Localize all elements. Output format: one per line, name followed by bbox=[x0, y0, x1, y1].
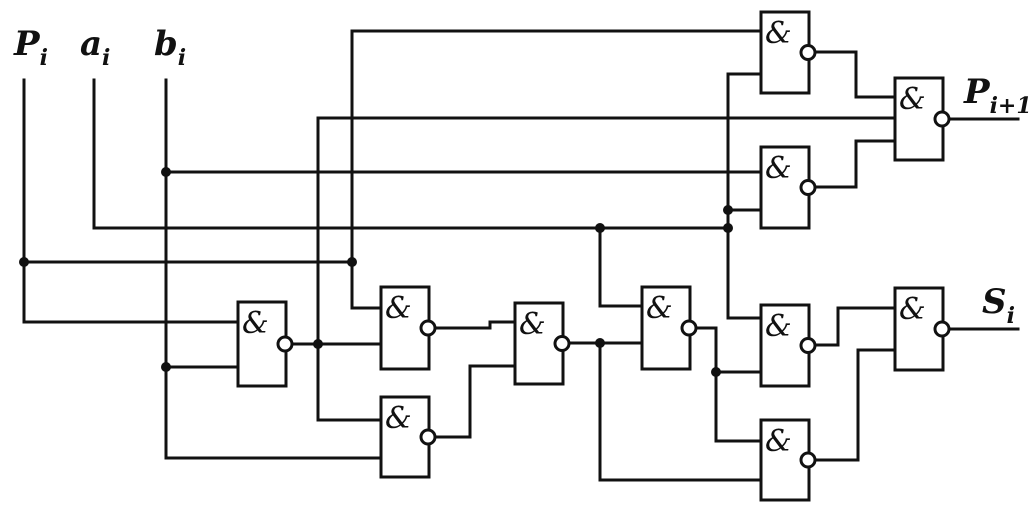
gate-and-symbol: & bbox=[519, 307, 546, 342]
inverter-bubble bbox=[419, 319, 437, 337]
inverter-bubble bbox=[553, 335, 571, 352]
gate-and-symbol: & bbox=[765, 309, 792, 344]
gate-body bbox=[893, 286, 945, 372]
wire-8 bbox=[316, 116, 897, 346]
nand-gate-g4: & bbox=[513, 301, 571, 386]
output-label-sum: Si bbox=[982, 282, 1015, 329]
junction-dot-7 bbox=[595, 338, 605, 348]
gate-and-symbol: & bbox=[899, 82, 926, 117]
wire-15 bbox=[598, 341, 763, 482]
gate-and-symbol: & bbox=[765, 16, 792, 51]
inverter-bubble bbox=[933, 110, 951, 128]
wire-13 bbox=[434, 364, 517, 439]
nand-gate-g9: & bbox=[759, 303, 817, 388]
junction-dot-5 bbox=[313, 339, 323, 349]
gate-and-symbol: & bbox=[646, 291, 673, 326]
gate-and-symbol: & bbox=[765, 151, 792, 186]
wire-21 bbox=[726, 72, 763, 212]
wire-18 bbox=[714, 370, 763, 443]
junction-dot-9 bbox=[723, 223, 733, 233]
nand-gate-g3: & bbox=[379, 395, 437, 479]
wire-20 bbox=[726, 208, 763, 230]
wire-23 bbox=[813, 139, 897, 189]
wire-22 bbox=[813, 50, 897, 99]
gate-and-symbol: & bbox=[385, 291, 412, 326]
nand-gate-g11: & bbox=[893, 286, 951, 372]
nand-gate-g1: & bbox=[236, 300, 294, 388]
wire-9 bbox=[316, 342, 383, 422]
wire-19 bbox=[726, 226, 763, 320]
wire-12 bbox=[434, 320, 517, 330]
wire-2 bbox=[92, 78, 730, 230]
nand-gate-g10: & bbox=[759, 418, 817, 502]
inverter-bubble bbox=[933, 320, 951, 338]
wire-10 bbox=[350, 29, 763, 264]
gate-and-symbol: & bbox=[899, 292, 926, 327]
nand-gate-g8: & bbox=[893, 76, 951, 162]
nand-gate-g6: & bbox=[759, 10, 817, 95]
inverter-bubble bbox=[680, 319, 698, 337]
inverter-bubble bbox=[419, 428, 437, 446]
junction-dot-4 bbox=[347, 257, 357, 267]
inverter-bubble bbox=[799, 179, 817, 196]
inverter-bubble bbox=[799, 337, 817, 354]
wire-16 bbox=[598, 226, 644, 308]
junction-dot-3 bbox=[161, 362, 171, 372]
junction-dot-1 bbox=[19, 257, 29, 267]
nand-gate-g2: & bbox=[379, 285, 437, 371]
junction-dot-10 bbox=[723, 205, 733, 215]
junction-dot-8 bbox=[711, 367, 721, 377]
inverter-bubble bbox=[276, 335, 294, 353]
wire-26 bbox=[813, 348, 897, 462]
inverter-bubble bbox=[799, 451, 817, 469]
output-label-carry: Pi+1 bbox=[963, 72, 1029, 119]
wire-1 bbox=[22, 78, 240, 324]
gate-and-symbol: & bbox=[385, 401, 412, 436]
junction-dot-2 bbox=[161, 167, 171, 177]
gate-and-symbol: & bbox=[765, 424, 792, 459]
input-label-p: Pi bbox=[13, 24, 48, 71]
wire-3 bbox=[164, 78, 383, 460]
gates: & & & & & & & & & & & bbox=[236, 10, 951, 502]
wires bbox=[22, 29, 1020, 482]
junction-dots bbox=[19, 167, 733, 377]
gate-and-symbol: & bbox=[242, 306, 269, 341]
wire-17 bbox=[695, 326, 763, 374]
inverter-bubble bbox=[799, 44, 817, 61]
input-label-a: ai bbox=[80, 24, 110, 71]
gate-body bbox=[759, 10, 811, 95]
junction-dot-6 bbox=[595, 223, 605, 233]
wire-11 bbox=[350, 260, 383, 310]
nand-gate-g5: & bbox=[640, 285, 698, 371]
input-label-b: bi bbox=[154, 24, 186, 71]
wire-25 bbox=[813, 306, 897, 347]
nand-gate-g7: & bbox=[759, 145, 817, 230]
